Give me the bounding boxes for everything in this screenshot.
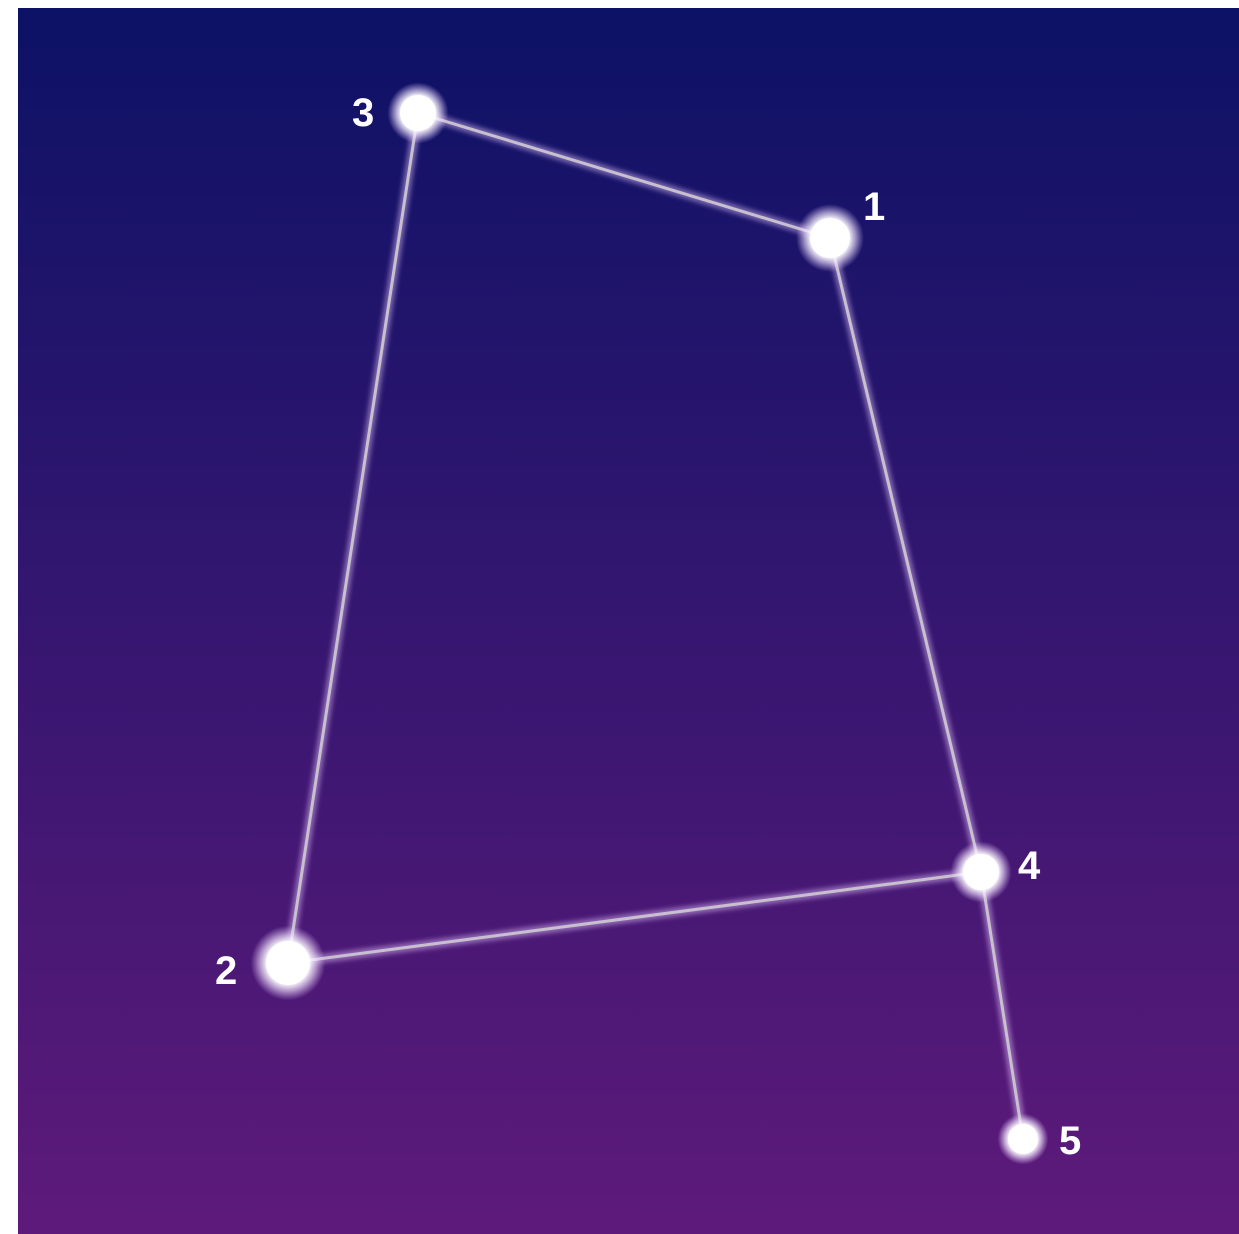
star-label-4: 4 xyxy=(1018,844,1041,888)
constellation-diagram: 1 2 3 4 5 xyxy=(18,8,1239,1234)
star-2 xyxy=(266,941,310,985)
star-label-1: 1 xyxy=(863,185,885,229)
star-1 xyxy=(810,218,850,258)
star-label-2: 2 xyxy=(215,949,237,993)
star-label-5: 5 xyxy=(1059,1119,1081,1163)
star-4 xyxy=(963,854,999,890)
sky-canvas: 1 2 3 4 5 xyxy=(18,8,1239,1234)
star-3 xyxy=(400,95,436,131)
sky-background xyxy=(18,8,1239,1234)
star-label-3: 3 xyxy=(352,91,374,135)
star-5 xyxy=(1008,1124,1038,1154)
